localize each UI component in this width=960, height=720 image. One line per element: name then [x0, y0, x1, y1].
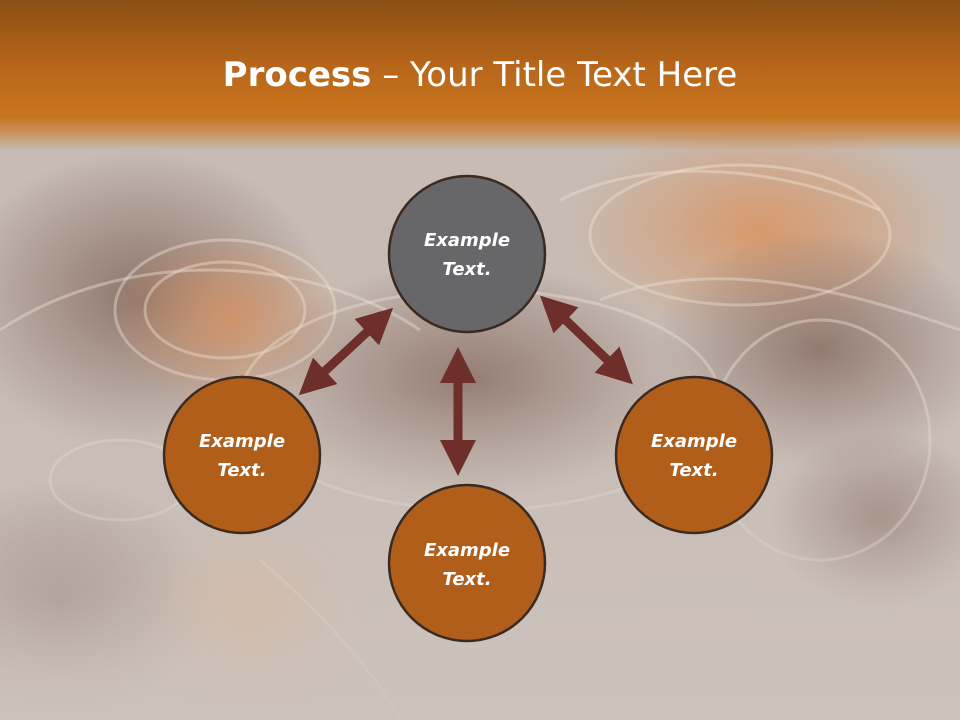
slide-title: Process – Your Title Text Here: [0, 52, 960, 98]
node-bottom-line2: Text.: [442, 569, 491, 590]
node-left-line1: Example: [199, 431, 285, 452]
node-bottom: Example Text.: [387, 483, 547, 643]
node-top: Example Text.: [387, 174, 547, 334]
title-bar: [0, 0, 960, 150]
title-separator: –: [371, 55, 411, 95]
node-top-line1: Example: [424, 230, 510, 251]
node-right-circle: [614, 375, 774, 535]
node-right-line2: Text.: [669, 460, 718, 481]
title-text: Your Title Text Here: [410, 55, 738, 95]
arrow-top-left: [298, 307, 394, 396]
node-top-line2: Text.: [442, 259, 491, 280]
node-top-circle: [387, 174, 547, 334]
node-bottom-line1: Example: [424, 540, 510, 561]
node-left: Example Text.: [162, 375, 322, 535]
arrow-top-right: [539, 295, 634, 385]
node-right: Example Text.: [614, 375, 774, 535]
title-bold-part: Process: [222, 55, 372, 95]
node-left-line2: Text.: [217, 460, 266, 481]
node-left-circle: [162, 375, 322, 535]
node-bottom-circle: [387, 483, 547, 643]
node-right-line1: Example: [651, 431, 737, 452]
